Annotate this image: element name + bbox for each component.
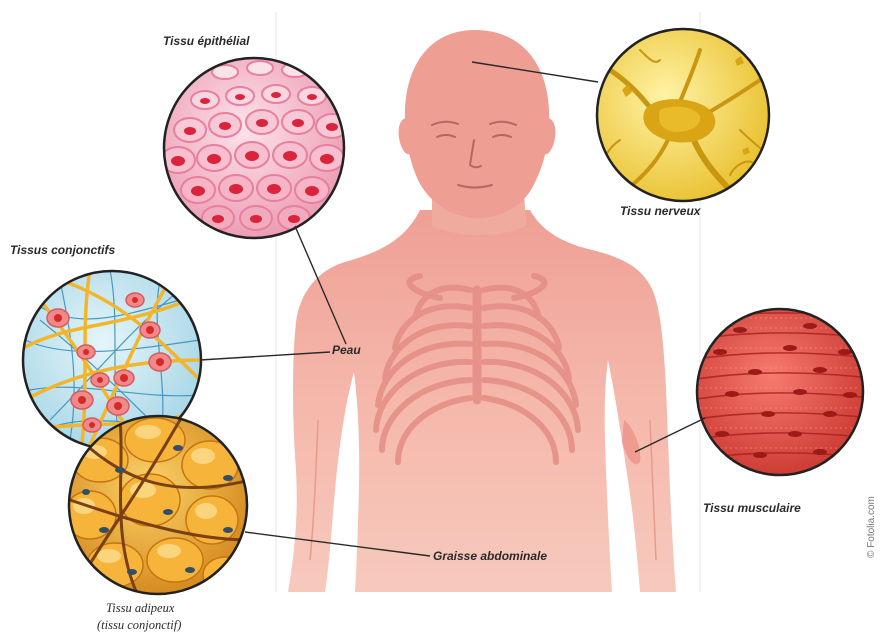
label-abdominal-fat: Graisse abdominale bbox=[433, 549, 547, 563]
label-nervous: Tissu nerveux bbox=[620, 204, 700, 218]
label-adipose-sub: (tissu conjonctif) bbox=[97, 618, 181, 633]
adipose-tissue-circle bbox=[64, 416, 250, 600]
head bbox=[405, 30, 549, 218]
muscle-tissue-circle bbox=[690, 309, 870, 475]
label-skin: Peau bbox=[332, 343, 361, 357]
image-credit: © Fotolia.com bbox=[866, 478, 877, 558]
epithelial-tissue-circle bbox=[161, 58, 348, 238]
label-epithelial: Tissu épithélial bbox=[163, 34, 249, 48]
label-muscle: Tissu musculaire bbox=[703, 501, 801, 515]
torso bbox=[288, 210, 676, 592]
label-adipose: Tissu adipeux bbox=[106, 601, 174, 616]
nervous-tissue-circle bbox=[597, 29, 770, 201]
label-connective: Tissus conjonctifs bbox=[10, 243, 115, 257]
